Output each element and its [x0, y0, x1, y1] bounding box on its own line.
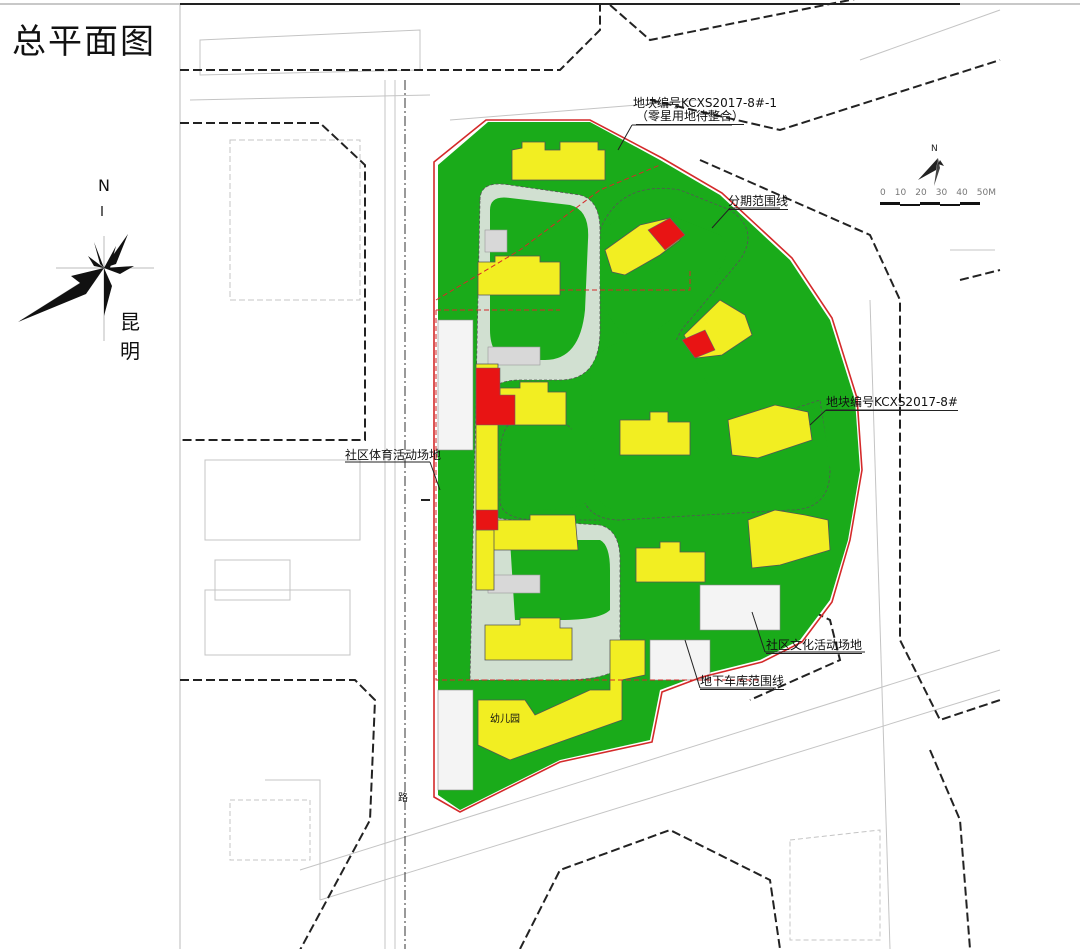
wind-rose-icon [18, 206, 154, 341]
scale-north-label: N [931, 144, 938, 154]
scale-tick: 0 [880, 188, 886, 198]
north-arrow-icon [880, 158, 980, 206]
top-rule [0, 3, 1080, 5]
scale-tick: 10 [894, 188, 907, 198]
phase-boundary-label: 分期范围线 [728, 194, 789, 210]
page-title: 总平面图 [12, 22, 156, 62]
culture-area-label: 社区文化活动场地 [766, 638, 863, 654]
parcel-1-label: 地块编号KCXS2017-8#-1 [633, 96, 777, 110]
scale-tick: 30 [935, 188, 948, 198]
parcel-2-label: 地块编号KCXS2017-8# [826, 395, 958, 411]
kindergarten-building [477, 639, 646, 761]
phase-boundary-line [435, 164, 760, 681]
wind-rose: N 昆明 [16, 176, 156, 363]
parcel-1-sublabel: （零星用地待整合） [636, 109, 745, 125]
scale-bar: N 0 10 20 30 40 50M [878, 140, 998, 210]
site-boundary-line [433, 119, 863, 813]
commercial-buildings [475, 217, 716, 531]
city-label: 昆明 [120, 310, 140, 363]
road-boundaries [180, 0, 1001, 949]
residential-buildings [475, 141, 831, 661]
scale-tick: 40 [956, 188, 968, 198]
kindergarten-label: 幼儿园 [490, 714, 520, 725]
north-label: N [98, 176, 110, 195]
garage-boundary-label: 地下车库范围线 [700, 674, 785, 690]
plazas [437, 319, 781, 791]
road-label: 路 [398, 793, 408, 804]
sports-area-label: 社区体育活动场地 [345, 448, 442, 462]
context-linework [189, 9, 1001, 949]
scale-ticks: 0 10 20 30 40 50M [880, 188, 996, 198]
scale-tick: 50M [976, 188, 996, 198]
scale-tick: 20 [915, 188, 927, 198]
parking-hatches [484, 229, 541, 594]
